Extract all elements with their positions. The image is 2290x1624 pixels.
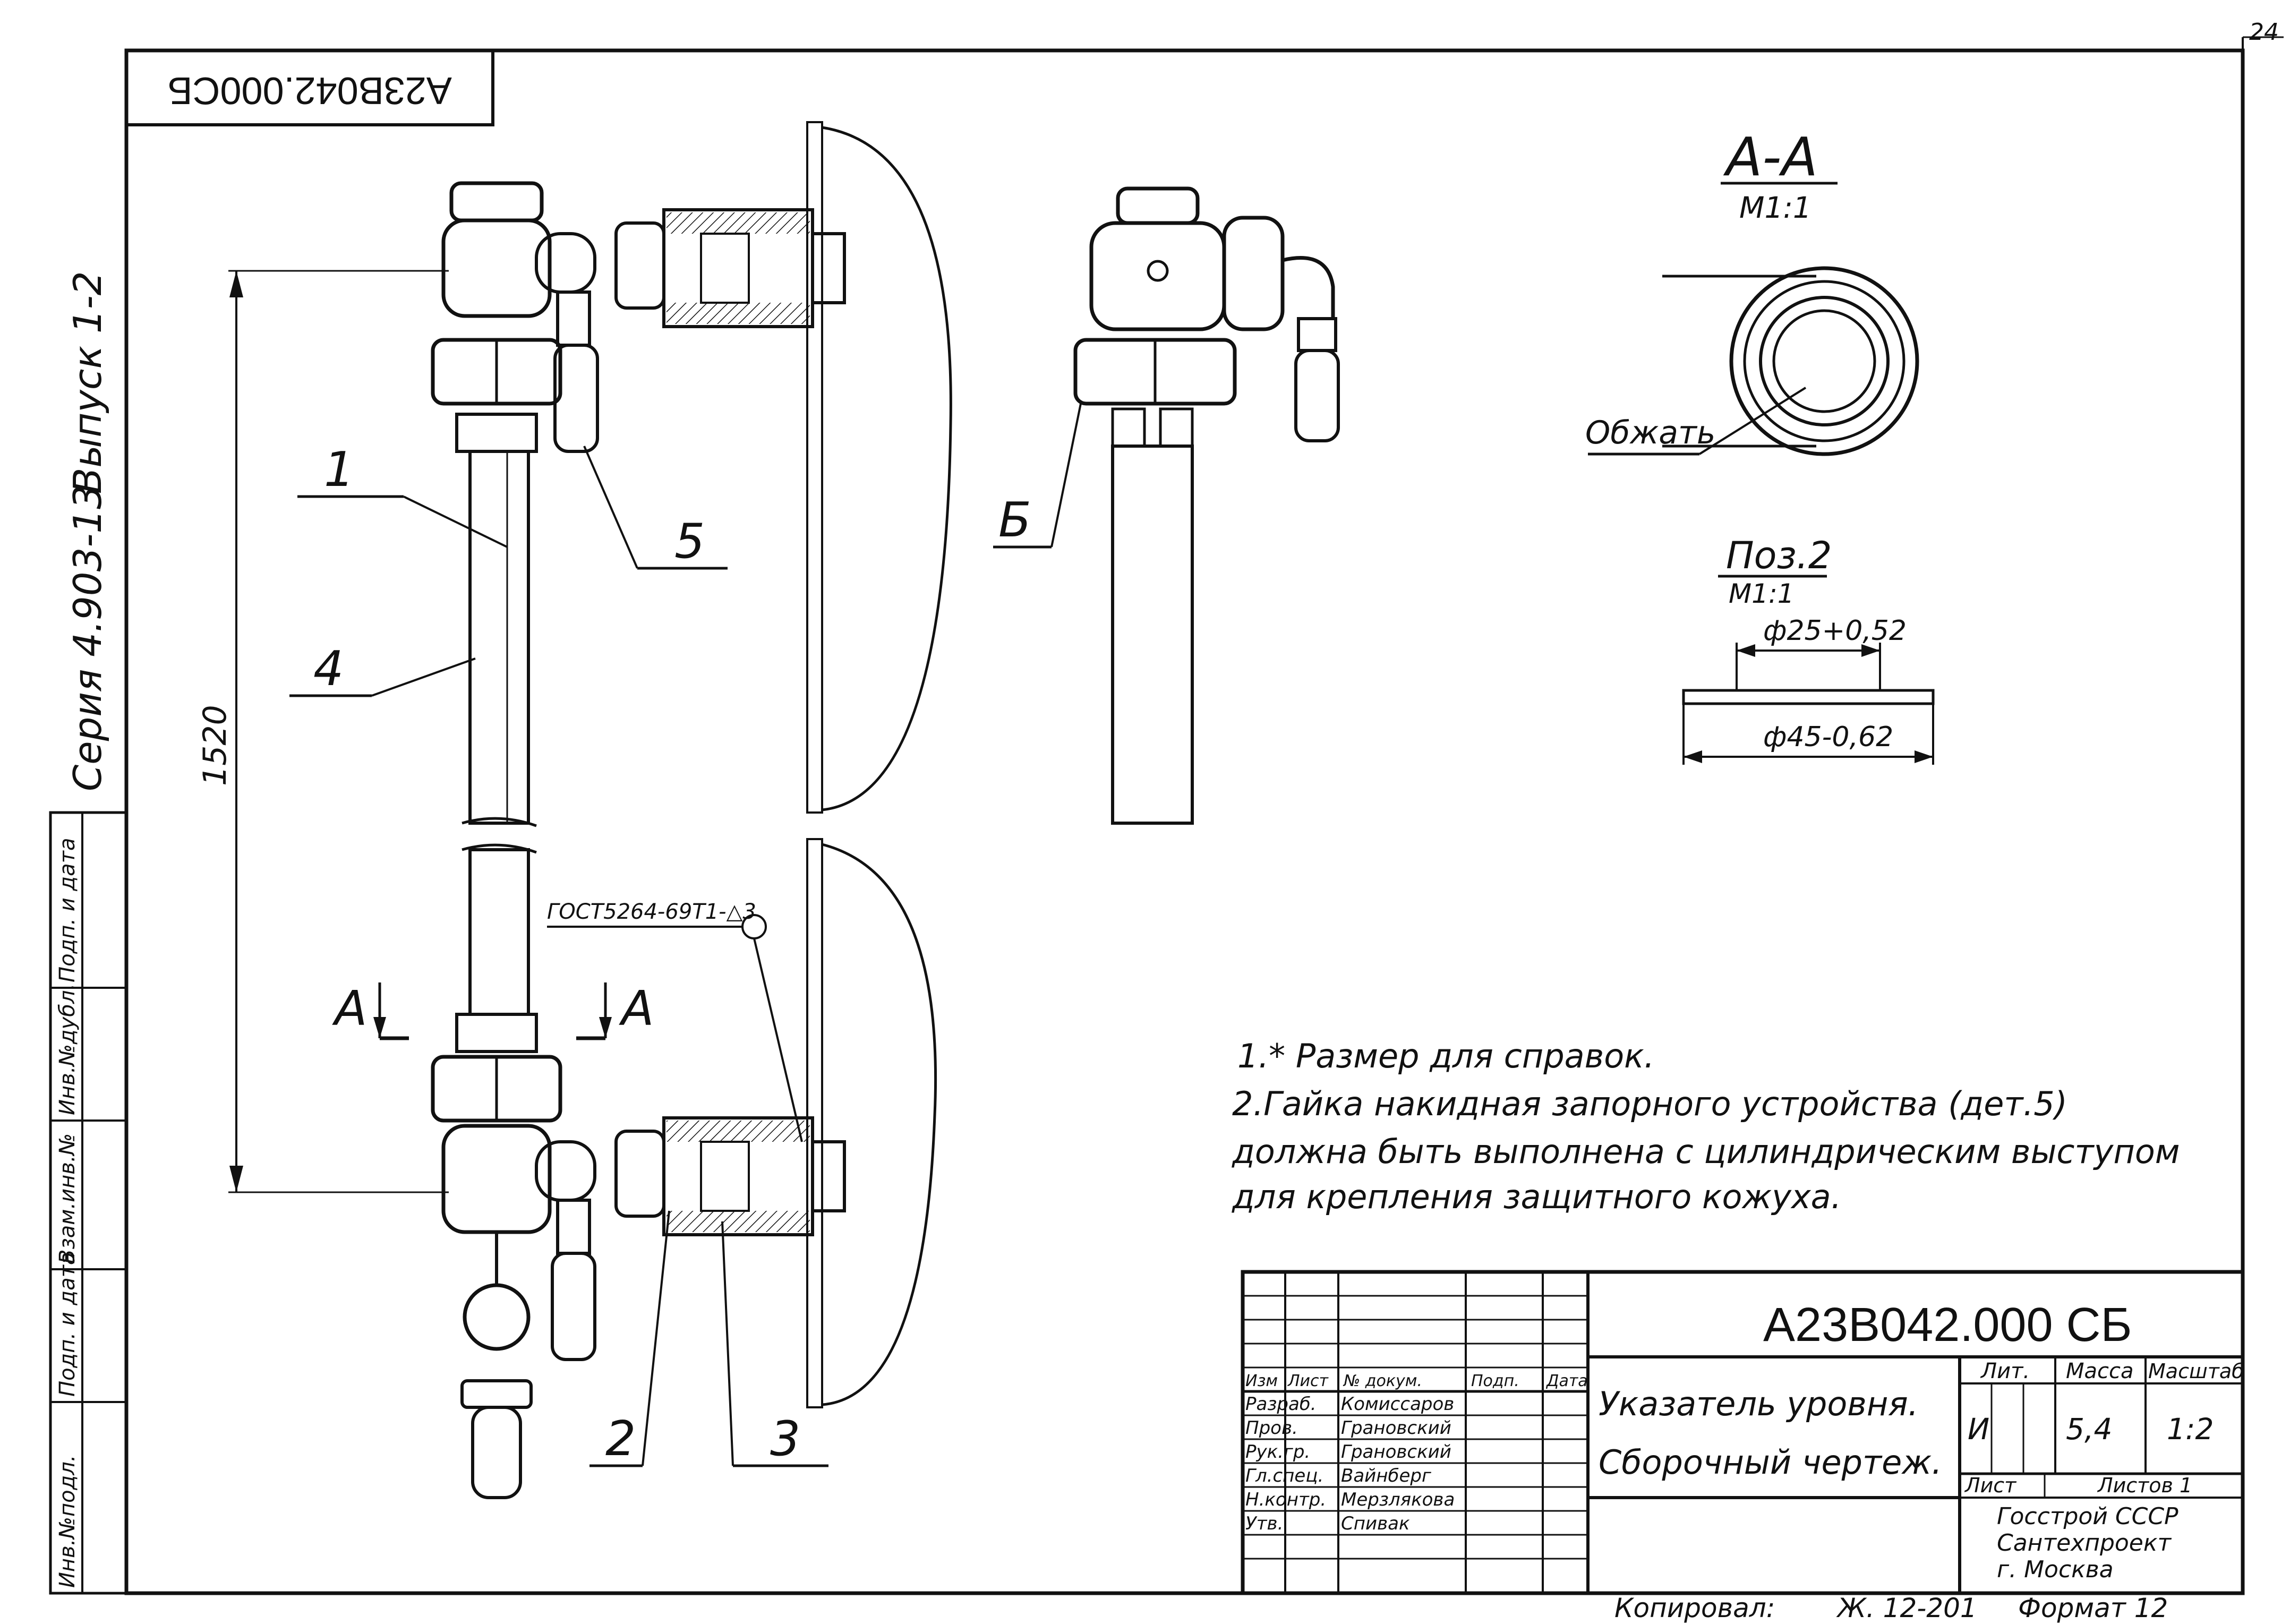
note-line-2: 2.Гайка накидная запорного устройства (д… bbox=[1232, 1084, 2067, 1123]
title-block-title-2: Сборочный чертеж. bbox=[1599, 1443, 1942, 1482]
callout-3: 3 bbox=[770, 1411, 800, 1467]
role-5: Н.контр. bbox=[1245, 1489, 1326, 1510]
callout-2: 2 bbox=[605, 1411, 636, 1467]
notes: 1.* Размер для справок. 2.Гайка накидная… bbox=[1232, 1037, 2180, 1216]
pos2-detail: Поз.2 М1:1 ф25+0,52 ф45-0,62 bbox=[1682, 534, 1935, 765]
name-1: Комиссаров bbox=[1341, 1394, 1454, 1415]
callout-4: 4 bbox=[313, 641, 344, 697]
section-aa-title: А-А bbox=[1723, 126, 1818, 188]
lit-header: Лит. bbox=[1980, 1359, 2030, 1383]
sheet-label: Лист bbox=[1964, 1474, 2017, 1497]
name-2: Грановский bbox=[1341, 1417, 1451, 1439]
name-5: Мерзлякова bbox=[1341, 1489, 1455, 1510]
role-6: Утв. bbox=[1245, 1513, 1283, 1534]
main-assembly: 1520 1 4 5 2 3 ГОСТ5264-69Т1-△3 А А bbox=[196, 121, 952, 1499]
view-b: Б bbox=[993, 186, 1340, 825]
callout-1: 1 bbox=[324, 442, 354, 498]
issue-label: Выпуск 1-2 bbox=[65, 271, 110, 494]
side-stamp-cell-3: Взам.инв.№ bbox=[55, 1133, 80, 1264]
col-header-data: Дата bbox=[1545, 1372, 1588, 1390]
note-line-4: для крепления защитного кожуха. bbox=[1232, 1177, 1841, 1216]
mass-value: 5,4 bbox=[2066, 1412, 2112, 1446]
pos2-title: Поз.2 bbox=[1726, 534, 1832, 577]
sheets-label: Листов 1 bbox=[2097, 1474, 2192, 1497]
role-4: Гл.спец. bbox=[1245, 1465, 1323, 1486]
section-mark-left: А bbox=[332, 981, 368, 1037]
scale-value: 1:2 bbox=[2167, 1412, 2214, 1446]
side-stamp-cell-2: Подп. и дата bbox=[55, 1252, 80, 1397]
view-b-label: Б bbox=[998, 492, 1031, 548]
role-2: Пров. bbox=[1245, 1417, 1298, 1439]
col-header-list: Лист bbox=[1287, 1372, 1329, 1390]
dim-outer: ф45-0,62 bbox=[1763, 721, 1893, 753]
title-block-title-1: Указатель уровня. bbox=[1599, 1384, 1918, 1423]
copied-label: Копировал: bbox=[1614, 1593, 1775, 1623]
rotated-doc-code-box: А23В042.000СБ bbox=[125, 49, 494, 126]
obzhat-label: Обжать bbox=[1585, 414, 1715, 451]
note-line-3: должна быть выполнена с цилиндрическим в… bbox=[1232, 1132, 2180, 1171]
callout-5: 5 bbox=[674, 514, 705, 569]
copier: Ж. 12-201 bbox=[1836, 1593, 1977, 1623]
section-aa-scale: М1:1 bbox=[1739, 191, 1812, 225]
org-line-3: г. Москва bbox=[1997, 1556, 2114, 1583]
pos2-scale: М1:1 bbox=[1729, 578, 1795, 609]
dimension-1520: 1520 bbox=[196, 705, 234, 786]
side-stamp-cell-5: Подп. и дата bbox=[55, 838, 80, 982]
scale-header: Масштаб bbox=[2148, 1360, 2244, 1383]
org-line-1: Госстрой СССР bbox=[1997, 1503, 2178, 1530]
name-6: Спивак bbox=[1341, 1513, 1410, 1534]
side-stamp-cell-4: Инв.№дубл. bbox=[55, 984, 80, 1115]
section-mark-right: А bbox=[619, 981, 654, 1037]
format-label: Формат 12 bbox=[2018, 1593, 2168, 1623]
role-1: Разраб. bbox=[1245, 1394, 1317, 1415]
note-line-1: 1.* Размер для справок. bbox=[1237, 1037, 1654, 1075]
title-block: А23В042.000 СБ Указатель уровня. Сборочн… bbox=[1241, 1270, 2245, 1595]
page-number: 24 bbox=[2249, 19, 2279, 46]
side-stamp: Инв.№подл. Подп. и дата Взам.инв.№ Инв.№… bbox=[49, 811, 128, 1595]
section-aa: А-А М1:1 Обжать bbox=[1585, 126, 1919, 456]
org-line-2: Сантехпроект bbox=[1997, 1529, 2172, 1557]
mass-header: Масса bbox=[2066, 1359, 2134, 1383]
dim-inner: ф25+0,52 bbox=[1763, 615, 1907, 647]
col-header-docum: № докум. bbox=[1343, 1372, 1422, 1390]
lit-value: И bbox=[1968, 1412, 1989, 1446]
side-stamp-cell-1: Инв.№подл. bbox=[55, 1455, 80, 1588]
col-header-izm: Изм bbox=[1245, 1372, 1278, 1390]
series-label: Серия 4.903-13 bbox=[65, 485, 110, 791]
title-block-doc-code: А23В042.000 СБ bbox=[1763, 1298, 2132, 1352]
name-3: Грановский bbox=[1341, 1441, 1451, 1463]
role-3: Рук.гр. bbox=[1245, 1441, 1310, 1463]
rotated-doc-code: А23В042.000СБ bbox=[167, 69, 452, 112]
col-header-podp: Подп. bbox=[1471, 1372, 1519, 1390]
gost-note: ГОСТ5264-69Т1-△3 bbox=[547, 900, 756, 924]
name-4: Вайнберг bbox=[1341, 1465, 1432, 1486]
